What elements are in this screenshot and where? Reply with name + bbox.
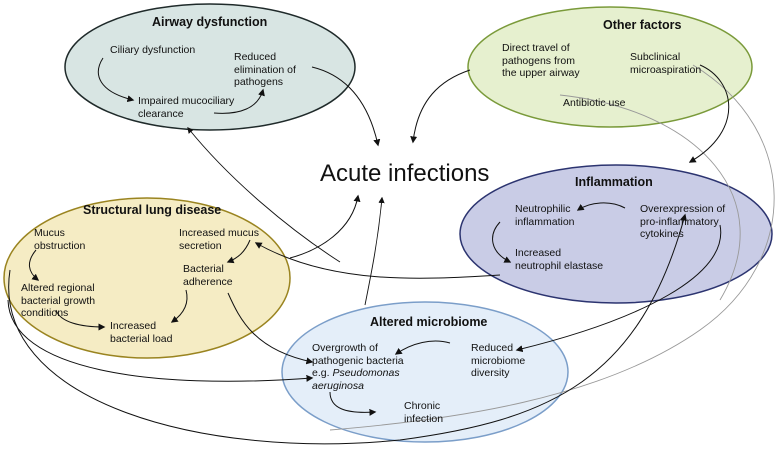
chronic-infection-label: Chronic infection — [404, 400, 444, 425]
arrow-subclinical-to-inflammation — [688, 64, 730, 163]
altered-microbiome-ellipse — [281, 301, 569, 443]
arrow-elastase-to-increased-mucus — [254, 242, 501, 279]
neutrophil-elastase-label: Increased neutrophil elastase — [515, 247, 604, 272]
mucus-obstruction-label: Mucus obstruction — [34, 227, 86, 252]
subclinical-microaspiration-label: Subclinical microaspiration — [630, 51, 702, 76]
arrow-ciliary-to-impaired — [98, 57, 135, 103]
airway-dysfunction-title: Airway dysfunction — [152, 15, 268, 29]
neutrophilic-inflammation-label: Neutrophilic inflammation — [515, 203, 575, 228]
overexpression-cytokines-label: Overexpression of pro-inflammatory cytok… — [640, 203, 726, 240]
overgrowth-text: Overgrowth of pathogenic bacteria e.g. — [312, 342, 404, 379]
structural-lung-disease-ellipse — [3, 197, 291, 359]
reduced-diversity-label: Reduced microbiome diversity — [471, 342, 526, 379]
acute-infections-title: Acute infections — [320, 160, 490, 187]
inflammation-ellipse — [459, 164, 773, 304]
bacterial-adherence-label: Bacterial adherence — [183, 263, 233, 288]
arrow-altered-to-increased-load — [55, 309, 106, 331]
reduced-elimination-label: Reduced elimination of pathogens — [234, 51, 296, 88]
overgrowth-label: Overgrowth of pathogenic bacteria e.g. P… — [312, 342, 404, 392]
connector-direct-travel-to-structural — [559, 94, 741, 301]
altered-regional-growth-label: Altered regional bacterial growth condit… — [21, 282, 96, 319]
ciliary-dysfunction-label: Ciliary dysfunction — [110, 44, 196, 56]
arrow-overexpression-to-neutrophilic — [576, 202, 626, 211]
impaired-clearance-label: Impaired mucociliary clearance — [138, 95, 235, 120]
airway-dysfunction-ellipse — [64, 3, 356, 131]
increased-bacterial-load-label: Increased bacterial load — [110, 320, 173, 345]
altered-microbiome-title: Altered microbiome — [370, 315, 488, 329]
connector-subclinical-to-microbiome — [329, 64, 775, 431]
arrow-other-to-acute — [410, 69, 471, 144]
pseudomonas-species: Pseudomonas aeruginosa — [312, 367, 400, 392]
other-factors-ellipse — [467, 6, 753, 128]
increased-mucus-secretion-label: Increased mucus secretion — [179, 227, 259, 252]
arrow-structural-to-acute — [289, 194, 361, 259]
inflammation-title: Inflammation — [575, 175, 653, 189]
arrow-airway-to-acute — [311, 66, 381, 147]
arrow-overgrowth-to-chronic — [329, 391, 377, 416]
other-factors-title: Other factors — [603, 18, 682, 32]
direct-travel-label: Direct travel of pathogens from the uppe… — [502, 42, 580, 79]
antibiotic-use-label: Antibiotic use — [563, 97, 626, 109]
arrow-reduced-diversity-to-overgrowth — [394, 340, 451, 355]
arrow-microbiome-to-acute — [364, 196, 385, 306]
connector-left-to-overgrowth — [7, 299, 314, 382]
structural-lung-disease-title: Structural lung disease — [83, 203, 222, 217]
arrow-increased-mucus-to-adherence — [226, 239, 251, 264]
arrow-inflammation-to-reduced-diversity — [515, 224, 722, 353]
arrow-neutrophilic-to-elastase — [492, 221, 512, 263]
arrow-adherence-to-increased-load — [170, 289, 188, 323]
arrow-mucus-obstruction-to-altered — [29, 249, 40, 281]
arrow-impaired-to-reduced — [213, 88, 265, 114]
arrow-adherence-to-overgrowth — [227, 292, 314, 365]
connector-inflammation-to-airway — [187, 127, 341, 263]
connector-structural-to-microbiome-bottom — [8, 213, 687, 445]
